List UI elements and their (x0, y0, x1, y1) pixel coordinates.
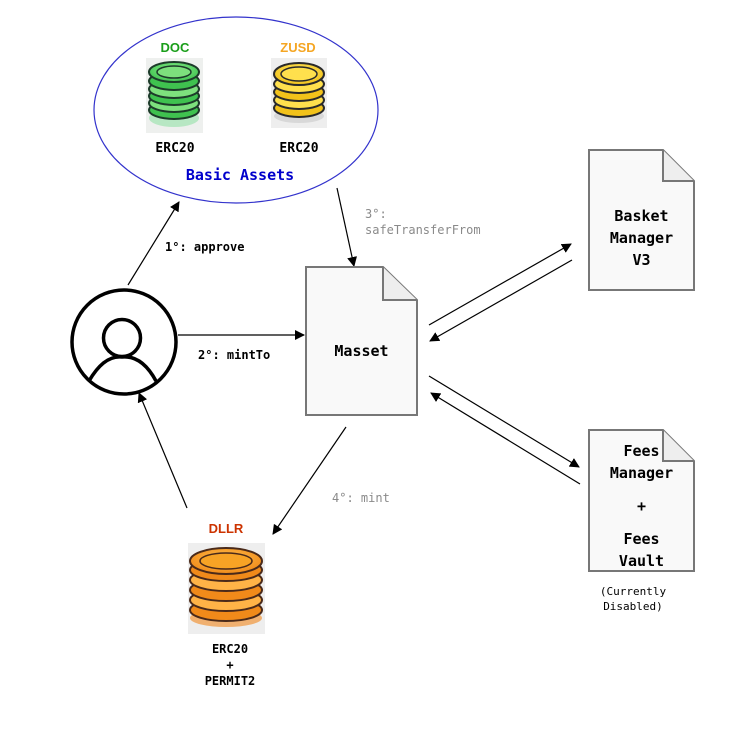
dllr-standard-line-2: + (226, 658, 234, 672)
fees-note-line-2: Disabled) (603, 600, 663, 613)
dllr-standard: ERC20 + PERMIT2 (190, 641, 270, 689)
dllr-standard-line-3: PERMIT2 (204, 674, 256, 688)
yellow-coin-stack-icon (271, 58, 327, 128)
fees-label: Fees Manager + Fees Vault (589, 440, 694, 572)
step-2-label: 2°: mintTo (198, 348, 271, 362)
dllr-standard-line-1: ERC20 (211, 642, 249, 656)
dllr-name: DLLR (208, 521, 244, 536)
step-1-label: 1°: approve (165, 240, 245, 254)
fees-line-3: + (636, 497, 647, 515)
basic-assets-group (93, 16, 379, 204)
masset-label: Masset (334, 342, 389, 360)
arrow-basket-to-masset (429, 259, 573, 342)
arrow-masset-to-fees (428, 375, 580, 468)
arrow-masset-to-basket (428, 243, 572, 326)
step-3-label-line2: safeTransferFrom (365, 223, 481, 237)
zusd-asset-name: ZUSD (280, 40, 316, 55)
arrow-mint (272, 426, 347, 535)
basket-manager-label: Basket Manager V3 (589, 205, 694, 271)
basic-assets-title: Basic Assets (185, 166, 295, 184)
arrow-safetransferfrom (336, 187, 357, 267)
basket-manager-document-icon (588, 149, 695, 291)
arrow-fees-to-masset (430, 392, 581, 485)
basket-manager-line-3: V3 (632, 251, 651, 269)
fees-line-5: Vault (618, 552, 665, 570)
step-4-label: 4°: mint (332, 491, 390, 505)
fees-line-2: Manager (609, 464, 674, 482)
fees-disabled-note: (Currently Disabled) (588, 584, 678, 614)
fees-document-icon (588, 429, 695, 572)
user-icon (70, 288, 178, 396)
basket-manager-line-1: Basket (614, 207, 669, 225)
zusd-asset-standard: ERC20 (279, 141, 319, 156)
arrow-dllr-to-user (137, 392, 188, 509)
fees-line-4: Fees (623, 530, 660, 548)
step-3-label-line1: 3°: (365, 207, 387, 221)
fees-line-1: Fees (623, 442, 660, 460)
fees-note-line-1: (Currently (599, 585, 667, 598)
orange-coin-stack-icon (188, 543, 265, 634)
arrow-approve (127, 201, 180, 286)
doc-asset-name: DOC (160, 40, 190, 55)
masset-document-icon (305, 266, 418, 416)
basket-manager-line-2: Manager (609, 229, 674, 247)
doc-asset-standard: ERC20 (155, 141, 195, 156)
green-coin-stack-icon (146, 58, 203, 133)
